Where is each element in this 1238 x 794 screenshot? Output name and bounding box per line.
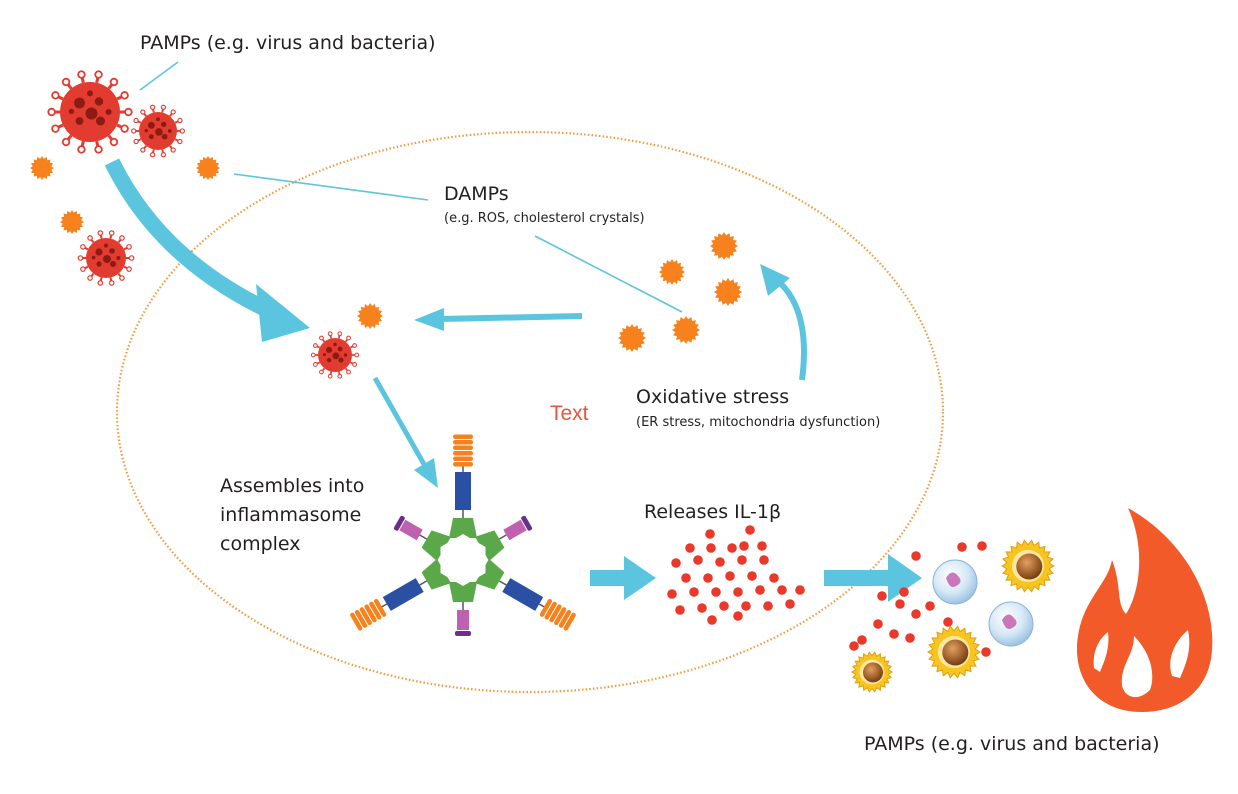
releases-label: Releases IL-1β: [644, 501, 781, 523]
il1b-dot-icon: [733, 587, 743, 597]
release-arrow: [590, 556, 656, 600]
il1b-dot-icon: [739, 541, 749, 551]
damp-particle-icon: [710, 232, 738, 260]
virus-icon: [77, 230, 135, 286]
il1b-dot-icon: [977, 541, 987, 551]
il1b-dot-icon: [795, 585, 805, 595]
il1b-dot-icon: [981, 647, 991, 657]
il1b-dot-icon: [685, 543, 695, 553]
inflammation-flame-icon: [1076, 508, 1213, 712]
il1b-dot-icon: [675, 605, 685, 615]
immune-cell-icon: [927, 625, 981, 679]
cell-membrane: [115, 130, 945, 694]
il1b-dot-icon: [925, 601, 935, 611]
immune-cells: [851, 539, 1055, 693]
virus-icon: [47, 70, 133, 154]
damps-arrow: [414, 308, 583, 331]
virus-group: [47, 70, 360, 379]
assembles-label-line3: complex: [220, 533, 301, 555]
oxidative-arrow: [760, 264, 807, 381]
damps-title-label: DAMPs: [444, 183, 509, 205]
oxidative-title-label: Oxidative stress: [636, 386, 789, 408]
damp-group: [30, 156, 742, 352]
placeholder-text: Text: [550, 402, 589, 425]
il1b-dot-icon: [911, 609, 921, 619]
assembles-label-line2: inflammasome: [220, 504, 361, 526]
damp-particle-icon: [357, 303, 383, 329]
il1b-dot-icon: [697, 603, 707, 613]
damp-particle-icon: [196, 156, 220, 180]
il1b-dot-icon: [689, 587, 699, 597]
il1b-dot-icon: [711, 587, 721, 597]
il1b-dot-icon: [769, 573, 779, 583]
il1b-dot-icon: [899, 587, 909, 597]
il1b-dot-icon: [747, 571, 757, 581]
il1b-dot-icon: [703, 573, 713, 583]
il1b-dot-icon: [957, 542, 967, 552]
il1b-dot-icon: [763, 601, 773, 611]
il1b-dot-icon: [733, 611, 743, 621]
oxidative-sub-label: (ER stress, mitochondria dysfunction): [636, 415, 880, 430]
pamps-top-label: PAMPs (e.g. virus and bacteria): [140, 32, 436, 54]
virus-icon: [310, 331, 360, 379]
il1b-dot-icon: [707, 615, 717, 625]
immune-cell-icon: [932, 559, 978, 605]
il1b-dot-icon: [715, 557, 725, 567]
damps-sub-label: (e.g. ROS, cholesterol crystals): [444, 211, 645, 226]
il1b-dot-icon: [757, 541, 767, 551]
il1b-dot-icon: [877, 591, 887, 601]
assembles-label-line1: Assembles into: [220, 475, 364, 497]
il1b-dot-icon: [745, 525, 755, 535]
il1b-dot-icon: [671, 558, 681, 568]
il1b-dot-icon: [681, 573, 691, 583]
il1b-dot-icon: [705, 529, 715, 539]
il1b-dot-icon: [777, 585, 787, 595]
entry-arrow: [104, 158, 310, 342]
il1b-dot-icon: [849, 641, 859, 651]
damp-particle-icon: [714, 278, 742, 306]
il1b-dot-icon: [943, 617, 953, 627]
damp-particle-icon: [30, 156, 54, 180]
pointer-lines: [139, 61, 683, 313]
il1b-dot-icon: [857, 635, 867, 645]
immune-cell-icon: [988, 601, 1034, 647]
il1b-dot-icon: [737, 555, 747, 565]
il1b-dot-icon: [759, 555, 769, 565]
damp-particle-icon: [659, 259, 685, 285]
il1b-dot-group: [667, 525, 991, 657]
recruit-arrow: [824, 554, 922, 602]
il1b-dot-icon: [727, 543, 737, 553]
assembly-arrow: [372, 376, 438, 488]
inflammasome-icon: [350, 434, 576, 636]
il1b-dot-icon: [667, 589, 677, 599]
il1b-dot-icon: [693, 555, 703, 565]
damp-particle-icon: [672, 316, 700, 344]
il1b-dot-icon: [755, 585, 765, 595]
il1b-dot-icon: [889, 629, 899, 639]
il1b-dot-icon: [895, 599, 905, 609]
il1b-dot-icon: [873, 619, 883, 629]
immune-cell-icon: [1001, 539, 1055, 593]
il1b-dot-icon: [911, 551, 921, 561]
pamps-bottom-label: PAMPs (e.g. virus and bacteria): [864, 733, 1160, 755]
damp-particle-icon: [60, 210, 84, 234]
il1b-dot-icon: [741, 601, 751, 611]
il1b-dot-icon: [785, 599, 795, 609]
damp-particle-icon: [618, 324, 646, 352]
il1b-dot-icon: [725, 571, 735, 581]
immune-cell-icon: [851, 651, 893, 693]
il1b-dot-icon: [905, 633, 915, 643]
virus-icon: [131, 104, 185, 158]
il1b-dot-icon: [719, 601, 729, 611]
il1b-dot-icon: [706, 543, 716, 553]
